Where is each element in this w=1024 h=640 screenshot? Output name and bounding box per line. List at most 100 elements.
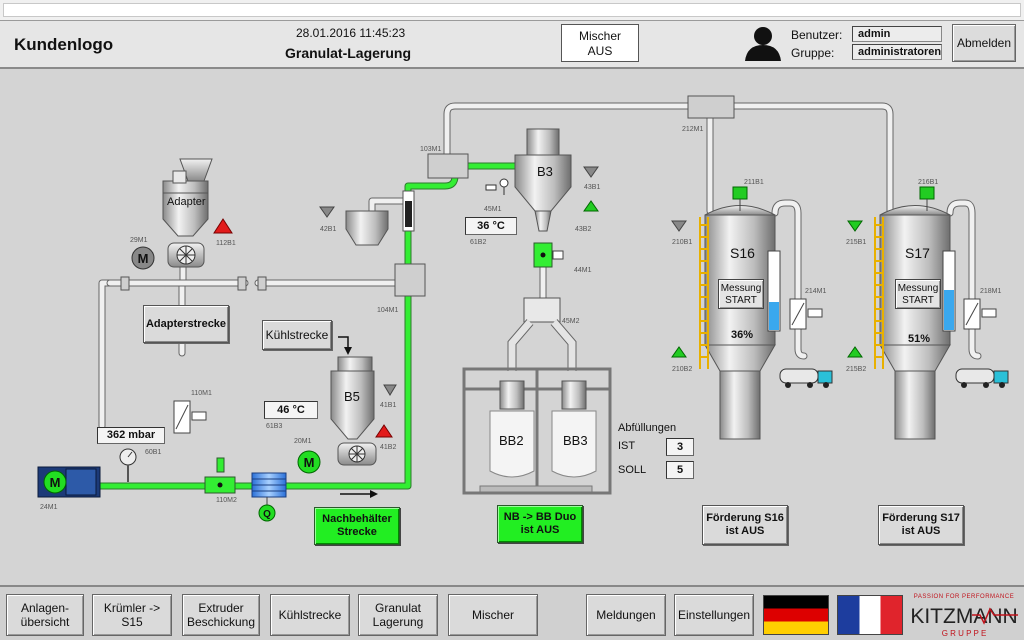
s16-label: S16 [730, 245, 755, 261]
cooling-section-button[interactable]: Kühlstrecke [262, 320, 332, 350]
flow-arrow [340, 490, 378, 498]
conveying-s16-button[interactable]: Förderung S16 ist AUS [702, 505, 788, 545]
pipe-clamps [120, 95, 735, 297]
pressure-value: 362 mbar [97, 427, 165, 444]
adapter-section-button[interactable]: Adapterstrecke [143, 305, 229, 343]
level-sensor-210b1-icon [671, 220, 687, 232]
tag-43b1: 43B1 [584, 184, 600, 191]
alarm-sensor-112b1-icon [213, 218, 233, 234]
valve-214m1[interactable] [789, 298, 823, 330]
level-sensor-210b2-icon [671, 346, 687, 358]
diverter-valve-110m1[interactable] [173, 400, 207, 434]
alarm-sensor-41b2-icon [375, 424, 393, 438]
nav-crumbler-s15-button[interactable]: Krümler -> S15 [92, 594, 172, 636]
brand-name: KITZMANN [910, 605, 1017, 628]
big-bag-bb3 [551, 380, 597, 478]
valve-44m1[interactable] [533, 242, 564, 268]
fillings-ist-value[interactable]: 3 [666, 438, 694, 456]
b5-motor-symbol: M [304, 455, 315, 470]
tag-210b1: 210B1 [672, 239, 692, 246]
nav-granulate-storage-button[interactable]: Granulat Lagerung [358, 594, 438, 636]
s17-ladder [874, 217, 884, 369]
nav-mixer-button[interactable]: Mischer [448, 594, 538, 636]
german-flag-icon[interactable] [763, 595, 829, 635]
conveying-s17-button[interactable]: Förderung S17 ist AUS [878, 505, 964, 545]
b3-agitator-icon [485, 178, 509, 195]
user-icon [745, 27, 781, 61]
valve-110m2[interactable] [204, 457, 236, 494]
footer-nav-bar: Anlagen- übersicht Krümler -> S15 Extrud… [0, 585, 1024, 640]
brand-tagline: PASSION FOR PERFORMANCE [914, 594, 1014, 600]
b5-vessel [330, 356, 377, 466]
user-label: Benutzer: [791, 28, 843, 42]
french-flag-icon[interactable] [837, 595, 903, 635]
s17-label: S17 [905, 245, 930, 261]
tag-42b1: 42B1 [320, 226, 336, 233]
pressure-gauge-icon [119, 448, 137, 482]
tag-43b2: 43B2 [575, 226, 591, 233]
tag-211b1: 211B1 [744, 179, 764, 186]
tag-41b2: 41B2 [380, 444, 396, 451]
extruder-motor-icon[interactable] [43, 470, 67, 494]
process-graphics: M M M [37, 95, 1009, 522]
filter-hopper [345, 210, 389, 246]
tag-60b1: 60B1 [145, 449, 161, 456]
tag-45m1: 45M1 [484, 206, 502, 213]
kitzmann-logo: PASSION FOR PERFORMANCE KITZMANN G R U P… [910, 594, 1018, 638]
mixer-status-indicator[interactable]: Mischer AUS [561, 24, 639, 62]
user-field: admin [852, 26, 942, 42]
flow-meter-icon [258, 504, 276, 522]
heat-exchanger [251, 472, 287, 507]
nav-settings-button[interactable]: Einstellungen [674, 594, 754, 636]
nav-plant-overview-button[interactable]: Anlagen- übersicht [6, 594, 84, 636]
tag-61b3: 61B3 [266, 423, 282, 430]
tanker-truck-s17-icon [955, 368, 1009, 388]
adapter-motor-symbol: M [138, 251, 149, 266]
logout-button[interactable]: Abmelden [952, 24, 1016, 62]
s17-measure-start-button[interactable]: Messung START [895, 279, 941, 309]
b3-label: B3 [537, 164, 553, 179]
nb-bb-duo-button[interactable]: NB -> BB Duo ist AUS [497, 505, 583, 543]
tag-110m1: 110M1 [191, 390, 212, 397]
tag-112b1: 112B1 [216, 240, 236, 247]
top-input-bar [3, 3, 1021, 17]
fillings-soll-value[interactable]: 5 [666, 461, 694, 479]
adapter-motor-icon[interactable] [131, 246, 155, 270]
nav-extruder-feeding-button[interactable]: Extruder Beschickung [182, 594, 260, 636]
tag-215b2: 215B2 [846, 366, 866, 373]
fillings-label: Abfüllungen [618, 422, 677, 434]
level-sensor-215b2-icon [847, 346, 863, 358]
tag-212m1: 212M1 [682, 126, 704, 133]
s16-level-fill [769, 302, 779, 330]
b3-vessel [514, 128, 572, 232]
big-bag-bb2 [489, 380, 535, 478]
b5-motor-icon[interactable] [297, 450, 321, 474]
customer-logo: Kundenlogo [14, 35, 114, 54]
tag-110m2: 110M2 [216, 497, 237, 504]
tag-41b1: 41B1 [380, 402, 396, 409]
valve-218m1[interactable] [963, 298, 997, 330]
adapter-hopper [162, 158, 213, 237]
s16-measure-start-button[interactable]: Messung START [718, 279, 764, 309]
s16-ladder [699, 217, 709, 369]
level-sensor-43b1-icon [583, 166, 599, 178]
y-splitter [507, 297, 577, 371]
flow-meter-symbol: Q [263, 509, 271, 520]
extruder-motor-symbol: M [50, 475, 61, 490]
header-bar: Kundenlogo 28.01.2016 11:45:23 Granulat-… [0, 21, 1024, 69]
level-sensor-215b1-icon [847, 220, 863, 232]
nav-messages-button[interactable]: Meldungen [586, 594, 666, 636]
idle-pipes [98, 102, 982, 430]
tag-103m1: 103M1 [420, 146, 442, 153]
tag-29m1: 29M1 [130, 237, 148, 244]
b5-label: B5 [344, 389, 360, 404]
nav-cooling-section-button[interactable]: Kühlstrecke [270, 594, 350, 636]
afterbin-section-button[interactable]: Nachbehälter Strecke [314, 507, 400, 545]
level-sensor-43b2-icon [583, 200, 599, 212]
tag-45m2: 45M2 [562, 318, 580, 325]
bb2-label: BB2 [499, 433, 524, 448]
s17-level-fill [944, 290, 954, 330]
group-label: Gruppe: [791, 46, 835, 60]
level-sensor-42b1-icon [319, 206, 335, 218]
tag-24m1: 24M1 [40, 504, 58, 511]
